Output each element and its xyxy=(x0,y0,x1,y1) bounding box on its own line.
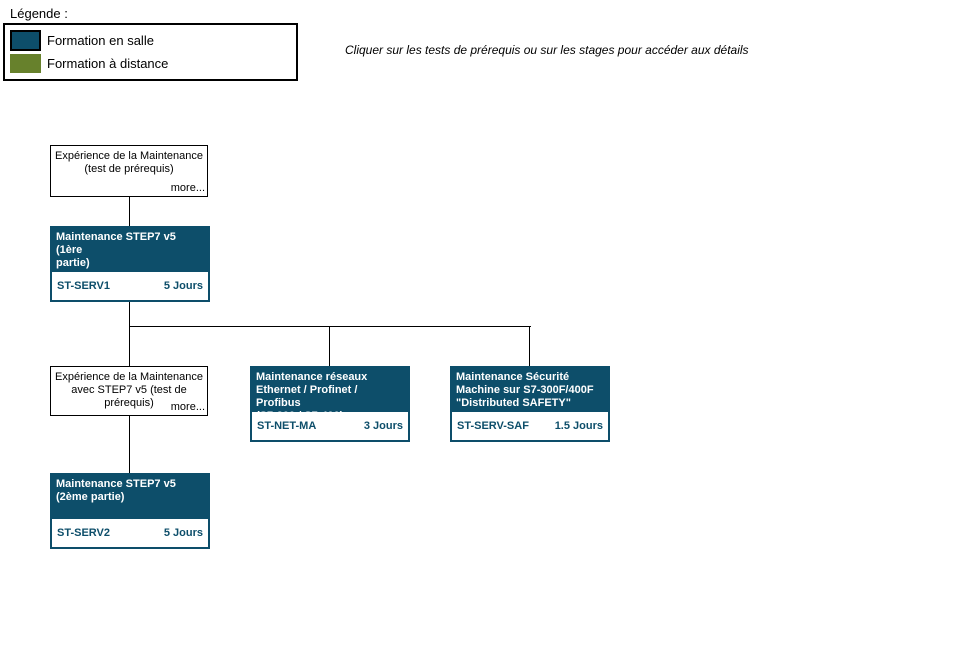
connector-line xyxy=(129,302,130,326)
more-link[interactable]: more... xyxy=(170,182,205,194)
classroom-training-color-swatch xyxy=(10,30,41,51)
stage-code: ST-SERV1 xyxy=(57,280,110,292)
connector-line xyxy=(329,327,330,366)
stage-footer: ST-SERV-SAF 1.5 Jours xyxy=(452,412,608,440)
connector-line xyxy=(129,326,531,327)
stage-duration: 1.5 Jours xyxy=(554,420,603,432)
stage-footer: ST-SERV1 5 Jours xyxy=(52,272,208,300)
legend-title: Légende : xyxy=(10,6,68,21)
stage-title: Maintenance réseaux Ethernet / Profinet … xyxy=(252,368,408,412)
stage-footer: ST-NET-MA 3 Jours xyxy=(252,412,408,440)
legend-item-distance-label: Formation à distance xyxy=(47,56,169,71)
connector-line xyxy=(529,327,530,366)
stage-footer: ST-SERV2 5 Jours xyxy=(52,519,208,547)
prerequisite-test-box-maintenance-step7[interactable]: Expérience de la Maintenance avec STEP7 … xyxy=(50,366,208,416)
stage-title: Maintenance STEP7 v5 (2ème partie) xyxy=(52,475,208,519)
stage-duration: 5 Jours xyxy=(163,527,203,539)
distance-training-color-swatch xyxy=(10,54,41,73)
connector-line xyxy=(129,416,130,473)
connector-line xyxy=(129,327,130,366)
stage-title: Maintenance STEP7 v5 (1ère partie) xyxy=(52,228,208,272)
prerequisite-test-box-maintenance[interactable]: Expérience de la Maintenance (test de pr… xyxy=(50,145,208,197)
stage-box-st-net-ma[interactable]: Maintenance réseaux Ethernet / Profinet … xyxy=(250,366,410,442)
stage-code: ST-SERV2 xyxy=(57,527,110,539)
stage-duration: 3 Jours xyxy=(363,420,403,432)
connector-line xyxy=(129,197,130,226)
prerequisite-test-label: Expérience de la Maintenance (test de pr… xyxy=(55,150,203,175)
stage-box-st-serv2[interactable]: Maintenance STEP7 v5 (2ème partie) ST-SE… xyxy=(50,473,210,549)
stage-code: ST-NET-MA xyxy=(257,420,317,432)
stage-title: Maintenance Sécurité Machine sur S7-300F… xyxy=(452,368,608,412)
legend: Formation en salle Formation à distance xyxy=(3,23,298,81)
stage-code: ST-SERV-SAF xyxy=(457,420,529,432)
instruction-note: Cliquer sur les tests de prérequis ou su… xyxy=(345,43,749,57)
stage-box-st-serv-saf[interactable]: Maintenance Sécurité Machine sur S7-300F… xyxy=(450,366,610,442)
more-link[interactable]: more... xyxy=(170,401,205,413)
stage-box-st-serv1[interactable]: Maintenance STEP7 v5 (1ère partie) ST-SE… xyxy=(50,226,210,302)
legend-item-classroom-label: Formation en salle xyxy=(47,33,154,48)
stage-duration: 5 Jours xyxy=(163,280,203,292)
prerequisite-test-label: Expérience de la Maintenance avec STEP7 … xyxy=(55,371,203,409)
